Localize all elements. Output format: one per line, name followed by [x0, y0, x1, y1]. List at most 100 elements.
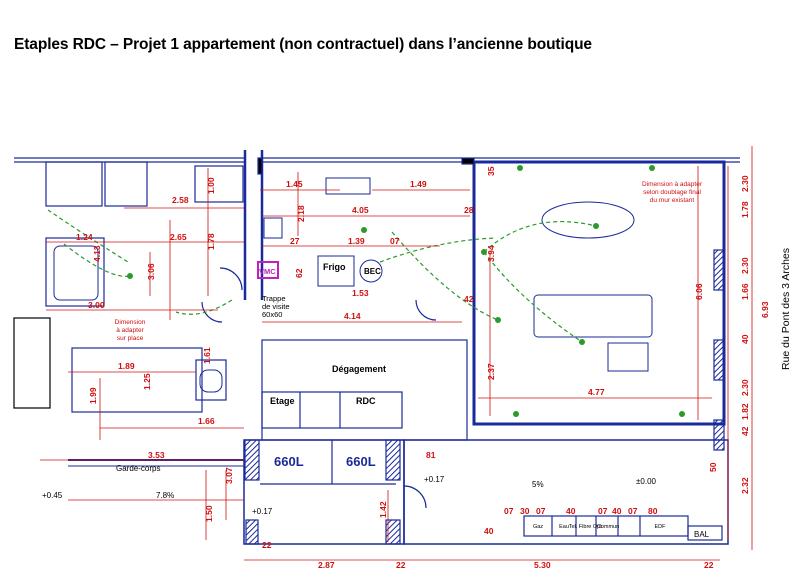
dim-07: 07	[390, 236, 400, 246]
dim-r-2-30a: 2.30	[740, 175, 750, 192]
dim-1-66: 1.66	[198, 416, 215, 426]
dim-r-50: 50	[708, 462, 718, 472]
dim-1-99: 1.99	[88, 387, 98, 404]
label-trappe-3: 60x60	[262, 310, 282, 319]
label-etage: Etage	[270, 396, 295, 406]
dim-4-77: 4.77	[588, 387, 605, 397]
dim-2-65: 2.65	[170, 232, 187, 242]
dim-4-13: 4.13	[92, 245, 102, 262]
dim-s-07c: 07	[598, 506, 608, 516]
meter-gaz: Gaz	[533, 524, 543, 530]
dim-r-40: 40	[740, 334, 750, 344]
label-slope-2: 5%	[532, 480, 544, 489]
label-rdc: RDC	[356, 396, 376, 406]
dim-2-37: 2.37	[486, 363, 496, 380]
dim-s-80: 80	[648, 506, 658, 516]
vmc-box	[257, 261, 279, 279]
dim-1-89: 1.89	[118, 361, 135, 371]
dim-r-2-30c: 2.30	[740, 379, 750, 396]
dim-s-40b: 40	[612, 506, 622, 516]
dimension-lines	[40, 146, 753, 561]
dim-1-39: 1.39	[348, 236, 365, 246]
dim-4-05: 4.05	[352, 205, 369, 215]
dim-bottom-22b: 22	[396, 560, 406, 570]
dim-bottom-2-87: 2.87	[318, 560, 335, 570]
dim-r-1-78: 1.78	[740, 201, 750, 218]
label-tank-2: 660L	[346, 454, 376, 469]
label-degagement: Dégagement	[332, 364, 386, 374]
dim-2-58: 2.58	[172, 195, 189, 205]
meter-tel: Tel. Fibre Opt.	[569, 524, 604, 530]
dim-1-45: 1.45	[286, 179, 303, 189]
dim-27: 27	[290, 236, 300, 246]
dim-s-07a: 07	[504, 506, 514, 516]
note-sur-place-3: sur place	[117, 335, 144, 342]
dim-1-49: 1.49	[410, 179, 427, 189]
dim-1-24: 1.24	[76, 232, 93, 242]
label-level-3: +0.17	[424, 475, 445, 484]
label-garde-corps: Garde-corps	[116, 464, 160, 473]
electric-wiring	[47, 209, 597, 343]
dim-81: 81	[426, 450, 436, 460]
furniture	[53, 177, 653, 393]
dim-28: 28	[464, 205, 474, 215]
meter-commun: Commun	[597, 524, 619, 530]
label-vmc: VMC	[259, 267, 276, 276]
label-level-1: +0.45	[42, 491, 63, 500]
dim-s-30: 30	[520, 506, 530, 516]
label-level-2: +0.17	[252, 507, 273, 516]
electric-points	[127, 165, 685, 417]
dim-1-00: 1.00	[206, 177, 216, 194]
meter-edf: EDF	[655, 524, 667, 530]
dim-s-40c: 40	[484, 526, 494, 536]
dim-2-18: 2.18	[296, 205, 306, 222]
dim-1-50: 1.50	[204, 505, 214, 522]
dim-4-14: 4.14	[344, 311, 361, 321]
dim-s-40a: 40	[566, 506, 576, 516]
dim-1-61: 1.61	[202, 347, 212, 364]
label-frigo: Frigo	[323, 262, 346, 272]
street-label: Rue du Pont des 3 Arches	[780, 248, 792, 370]
label-trappe-2: de visite	[262, 302, 290, 311]
dim-r-6-93: 6.93	[760, 301, 770, 318]
note-sur-place-1: Dimension	[115, 319, 146, 326]
dim-r-42: 42	[740, 426, 750, 436]
dim-35: 35	[486, 166, 496, 176]
walls	[13, 150, 740, 545]
label-level-4: ±0.00	[636, 477, 657, 486]
dim-bottom-5-30: 5.30	[534, 560, 551, 570]
appliances	[257, 255, 383, 287]
dim-6-06: 6.06	[694, 283, 704, 300]
bec-box	[359, 259, 383, 283]
dim-3-00: 3.00	[88, 300, 105, 310]
label-trappe-1: Trappe	[262, 294, 286, 303]
note-adapter-3: du mur existant	[650, 197, 695, 204]
dim-1-42: 1.42	[378, 501, 388, 518]
dim-bottom-22c: 22	[704, 560, 714, 570]
label-bal: BAL	[694, 530, 710, 539]
note-adapter-1: Dimension à adapter	[642, 181, 703, 188]
dim-1-78: 1.78	[206, 233, 216, 250]
meter-eau: Eau	[559, 524, 569, 530]
note-sur-place-2: à adapter	[116, 327, 144, 334]
dim-3-07: 3.07	[224, 467, 234, 484]
dim-r-1-82: 1.82	[740, 403, 750, 420]
dim-3-06: 3.06	[146, 263, 156, 280]
page-title: Etaples RDC – Projet 1 appartement (non …	[14, 36, 592, 53]
label-slope-1: 7.8%	[156, 491, 174, 500]
dim-3-94: 3.94	[486, 245, 496, 262]
label-tank-1: 660L	[274, 454, 304, 469]
dim-r-1-66: 1.66	[740, 283, 750, 300]
dim-3-53: 3.53	[148, 450, 165, 460]
dim-bottom-22a: 22	[262, 540, 272, 550]
note-adapter-2: selon doublage final	[643, 189, 701, 196]
dim-1-53: 1.53	[352, 288, 369, 298]
dim-s-07b: 07	[536, 506, 546, 516]
dim-r-2-30b: 2.30	[740, 257, 750, 274]
label-bec: BEC	[364, 267, 381, 276]
dim-62: 62	[294, 268, 304, 278]
dim-1-25: 1.25	[142, 373, 152, 390]
dim-r-2-32: 2.32	[740, 477, 750, 494]
dim-s-07d: 07	[628, 506, 638, 516]
